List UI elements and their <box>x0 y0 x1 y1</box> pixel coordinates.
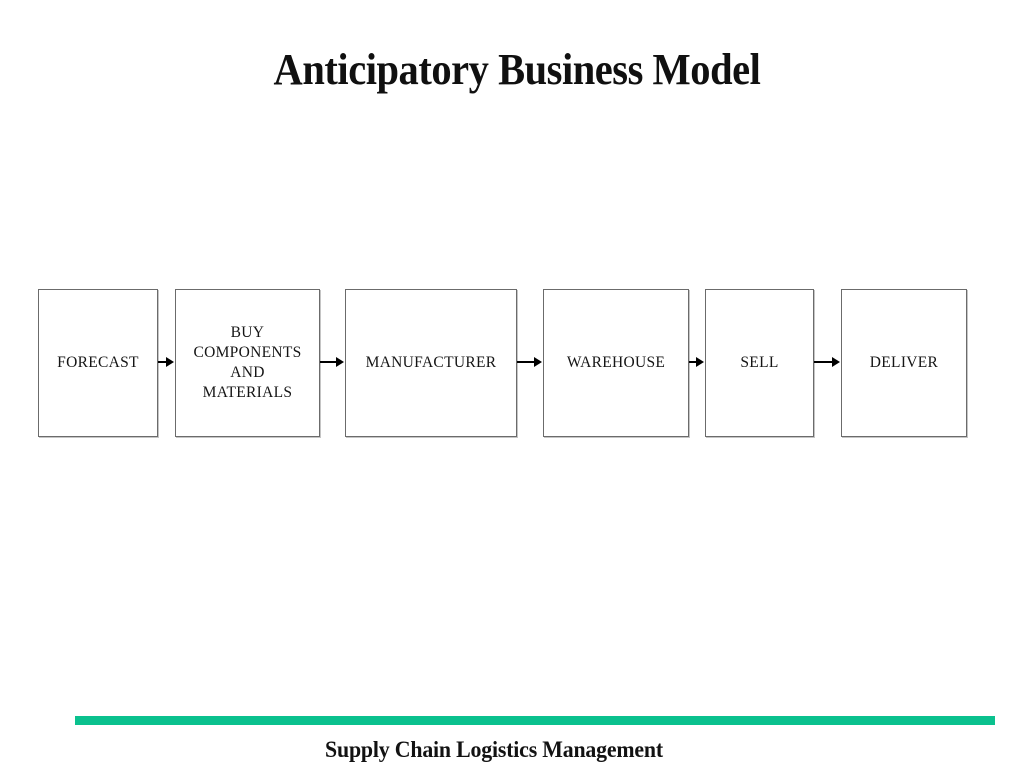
flow-node-buy-components-and-materials[interactable]: BUY COMPONENTS AND MATERIALS <box>175 289 320 437</box>
flow-arrow-buy-to-manufacturer <box>320 356 345 367</box>
arrow-head-icon <box>696 356 704 367</box>
flow-node-label: WAREHOUSE <box>566 354 666 371</box>
arrow-shaft <box>320 361 337 363</box>
flow-node-label: MANUFACTURER <box>365 354 497 371</box>
flow-node-sell[interactable]: SELL <box>705 289 814 437</box>
arrow-head-icon <box>832 356 840 367</box>
flow-node-label: BUY COMPONENTS AND MATERIALS <box>193 324 302 401</box>
flow-node-warehouse[interactable]: WAREHOUSE <box>543 289 689 437</box>
flow-node-forecast[interactable]: FORECAST <box>38 289 158 437</box>
footer-divider <box>75 716 995 725</box>
flow-node-deliver[interactable]: DELIVER <box>841 289 967 437</box>
arrow-head-icon <box>534 356 542 367</box>
arrow-shaft <box>158 361 167 363</box>
flow-arrow-warehouse-to-sell <box>689 356 705 367</box>
flow-node-manufacturer[interactable]: MANUFACTURER <box>345 289 517 437</box>
flow-node-label: SELL <box>740 354 779 371</box>
arrow-shaft <box>689 361 697 363</box>
process-flow-diagram: FORECAST BUY COMPONENTS AND MATERIALS MA… <box>0 289 1034 441</box>
flow-node-label: FORECAST <box>57 354 139 371</box>
flow-arrow-forecast-to-buy <box>158 356 175 367</box>
flow-arrow-sell-to-deliver <box>814 356 841 367</box>
footer-title: Supply Chain Logistics Management <box>325 737 663 762</box>
arrow-shaft <box>517 361 535 363</box>
arrow-head-icon <box>166 356 174 367</box>
flow-node-label: DELIVER <box>869 354 939 371</box>
flow-arrow-manufacturer-to-warehouse <box>517 356 543 367</box>
arrow-head-icon <box>336 356 344 367</box>
page-title: Anticipatory Business Model <box>273 45 761 94</box>
arrow-shaft <box>814 361 833 363</box>
